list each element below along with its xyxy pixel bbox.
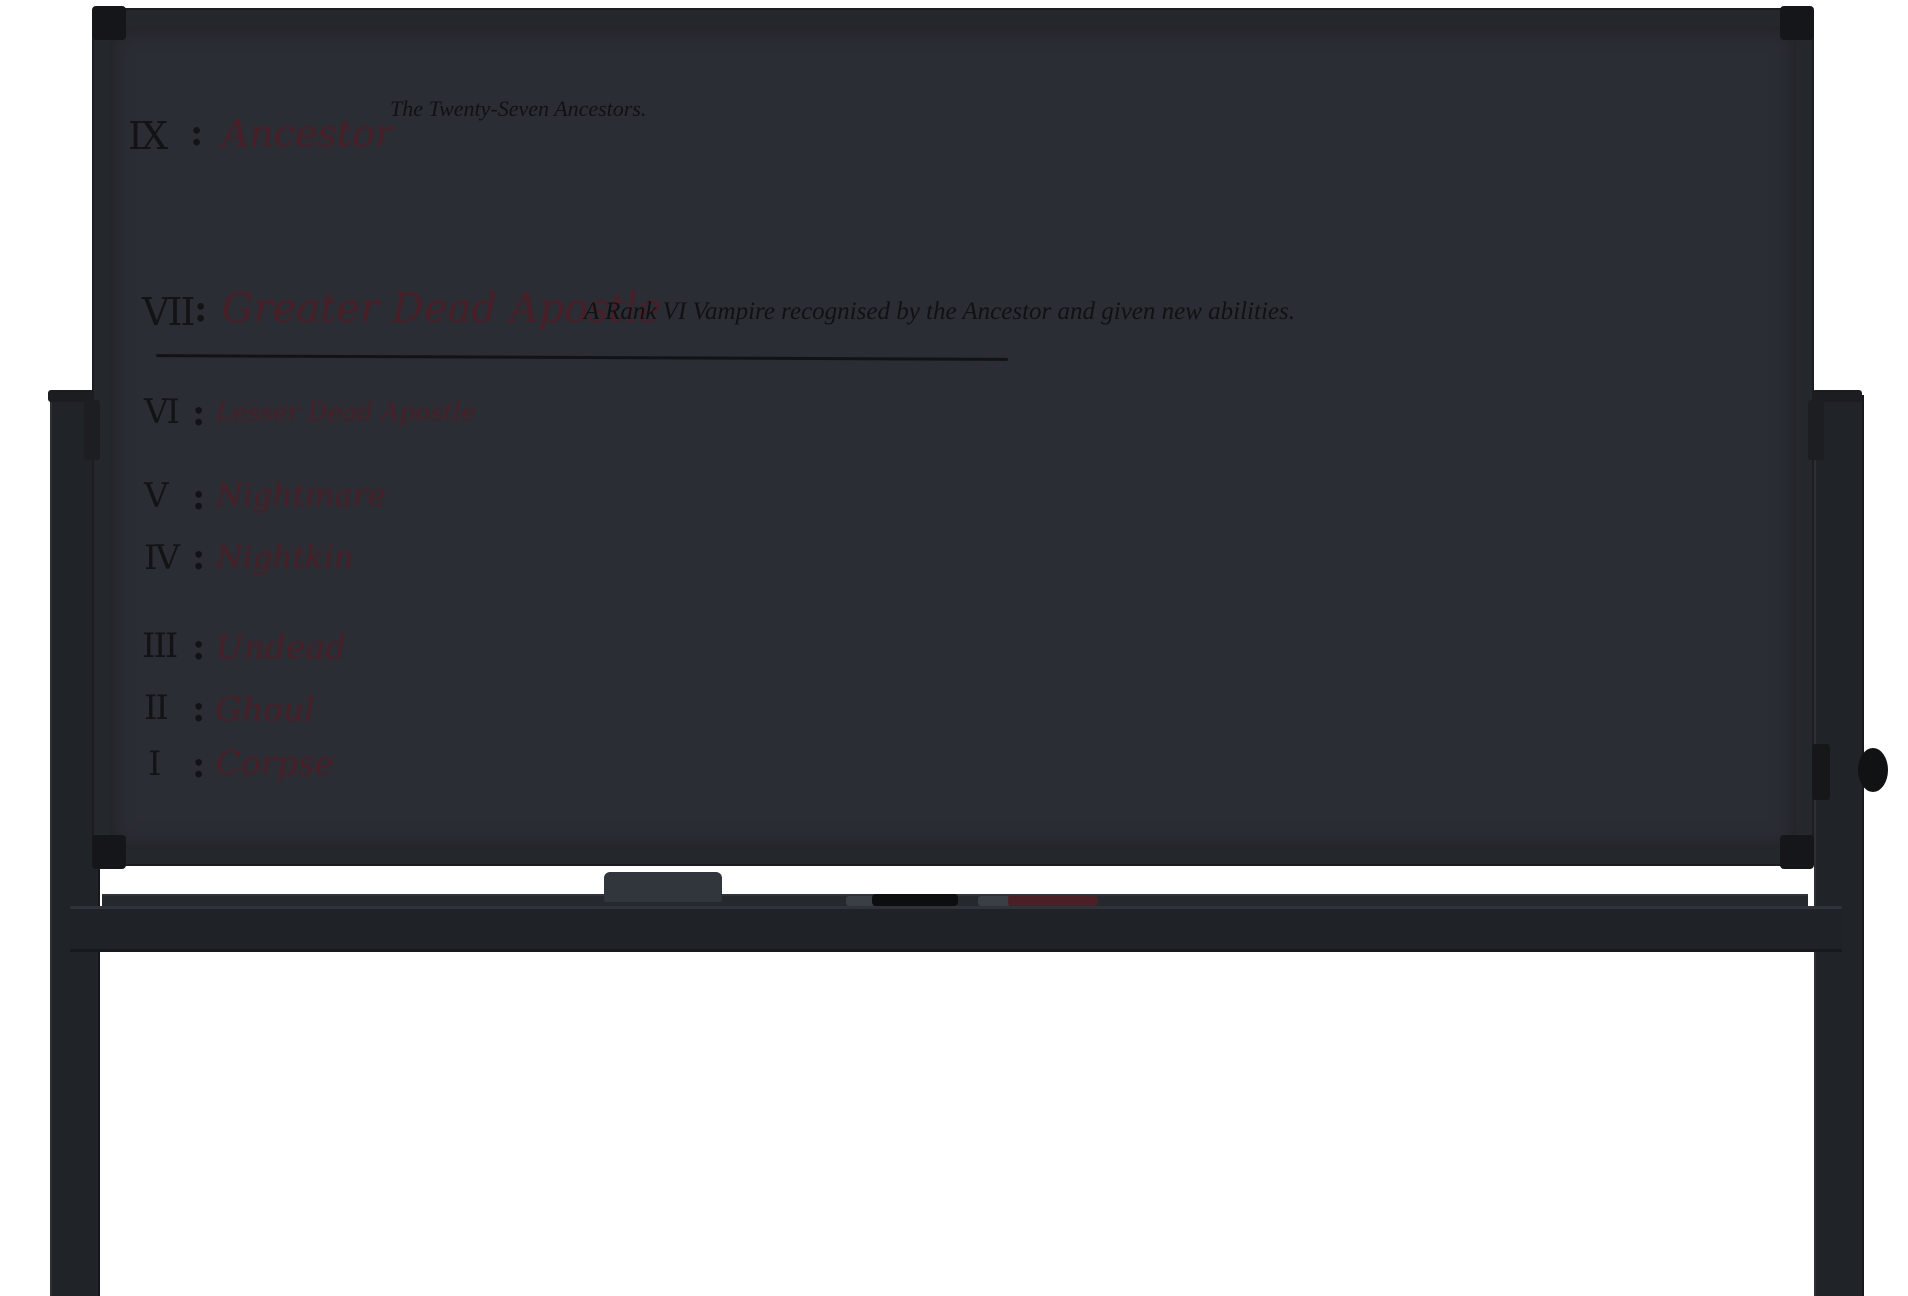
frame-corner-bottom-left [92, 835, 126, 869]
tilt-knob[interactable] [1858, 748, 1888, 792]
frame-corner-top-right [1780, 6, 1814, 40]
stand-crossbar [70, 906, 1842, 952]
rank-numeral: IX [128, 114, 168, 158]
rank-numeral: VII [142, 290, 195, 334]
rank-colon: : [192, 688, 206, 730]
rank-name: Lesser Dead Apostle [216, 398, 477, 427]
side-bracket-right [1808, 400, 1824, 460]
rank-colon: : [190, 112, 204, 154]
stand-leg-right [1814, 395, 1864, 1296]
black-marker[interactable] [872, 894, 958, 906]
rank-colon: : [192, 476, 206, 518]
stand-cap-right [1812, 390, 1862, 402]
rank-colon: : [192, 626, 206, 668]
rank-numeral: I [148, 744, 162, 784]
board-eraser[interactable] [604, 872, 722, 902]
red-marker-cap [978, 896, 1010, 906]
frame-corner-top-left [92, 6, 126, 40]
rank-colon: : [192, 744, 206, 786]
side-bracket-left [84, 400, 100, 460]
tilt-bracket [1812, 744, 1830, 800]
frame-corner-bottom-right [1780, 835, 1814, 869]
rank-numeral: VI [144, 392, 180, 432]
rank-name: Nightkin [216, 540, 354, 576]
stand-cap-left [48, 390, 98, 402]
rank-numeral: IV [144, 538, 180, 578]
rank-numeral: V [144, 476, 169, 516]
rank-colon: : [192, 392, 206, 434]
rank-name: Ghoul [216, 690, 316, 729]
rank-note: A Rank VI Vampire recognised by the Ance… [584, 298, 1295, 325]
rank-name: Nightmare [216, 478, 387, 514]
rank-colon: : [194, 288, 208, 330]
board-surface [110, 26, 1796, 849]
black-marker-cap [846, 896, 874, 906]
rank-note: The Twenty-Seven Ancestors. [390, 96, 647, 121]
rank-colon: : [192, 536, 206, 578]
rank-numeral: II [144, 688, 169, 728]
rank-name: Undead [216, 628, 347, 667]
rank-name: Ancestor [222, 112, 394, 156]
rank-numeral: III [142, 626, 178, 666]
red-marker[interactable] [1008, 896, 1098, 906]
rank-name: Corpse [216, 744, 335, 783]
rank-name: Greater Dead Apostle [222, 286, 662, 332]
